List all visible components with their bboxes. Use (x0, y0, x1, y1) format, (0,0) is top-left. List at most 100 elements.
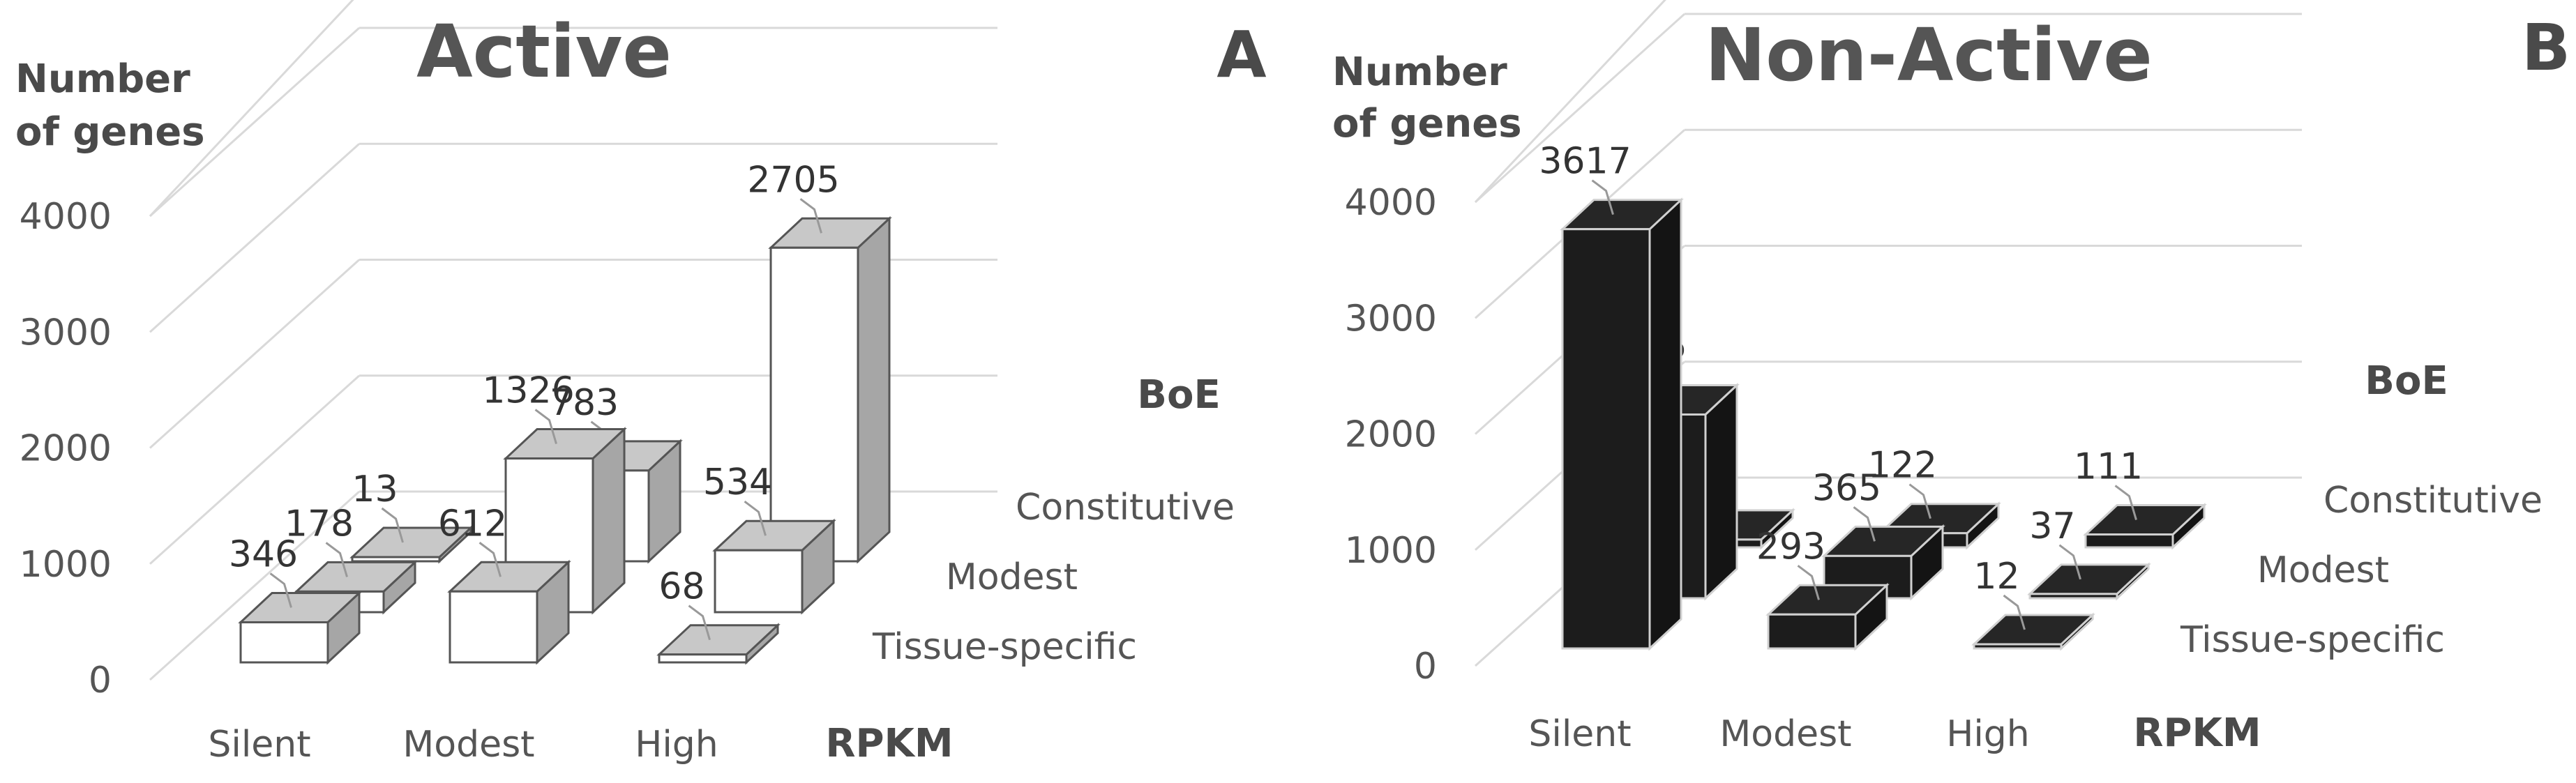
bar-data-label: 12 (1973, 556, 2019, 598)
bar-top (1971, 614, 2095, 646)
bar: 2705 (747, 159, 892, 564)
bar-top (2027, 563, 2151, 595)
y-tick-label: 3000 (1345, 298, 1437, 340)
bar: 111 (2074, 446, 2207, 550)
panel-letter: A (1217, 17, 1266, 92)
chart-title: Active (416, 9, 672, 94)
bar-side (1648, 197, 1682, 651)
y-tick-label: 0 (89, 660, 112, 701)
gridlines (149, 0, 997, 681)
depth-row-label: Constitutive (1016, 487, 1235, 529)
bar-front (1561, 228, 1651, 650)
y-axis-title-line1: Number (1332, 50, 1507, 95)
bar-data-label: 122 (1868, 445, 1937, 487)
grid-diagonal (149, 374, 361, 565)
data-label-leader (2114, 485, 2137, 520)
bar: 346 (229, 533, 362, 665)
bar-front (2028, 593, 2118, 600)
bar-data-label: 293 (1756, 526, 1825, 568)
bar-front (2084, 533, 2174, 549)
bar-data-label: 534 (703, 462, 772, 503)
panel-active: 0 1000 2000 3000 4000 Active A Number of genesRP… (15, 0, 1267, 766)
data-label-leader (1591, 179, 1614, 215)
data-label-leader (479, 542, 502, 577)
x-category-label: Modest (1719, 713, 1851, 755)
y-tick-label: 4000 (20, 196, 112, 238)
data-label-leader (325, 542, 348, 577)
grid-diagonal (149, 143, 361, 333)
bar-front (449, 590, 538, 664)
bar: 293 (1756, 526, 1890, 651)
bar-front (351, 556, 441, 563)
grid-diagonal (149, 0, 354, 218)
y-tick-label: 2000 (20, 428, 112, 470)
bar-data-label: 365 (1812, 467, 1881, 509)
data-label-leader (744, 501, 767, 536)
bar-data-label: 1326 (482, 370, 574, 412)
data-label-leader (1908, 483, 1931, 519)
data-label-leader (688, 605, 711, 641)
y-axis-title-line1: Number (15, 56, 190, 102)
bar-data-label: 3617 (1539, 141, 1631, 183)
data-label-leader (1853, 506, 1876, 542)
depth-axis-title: BoE (2365, 358, 2448, 404)
bar: 12 (1971, 556, 2095, 651)
grid-diagonal (1474, 0, 1666, 204)
bars: 67122111158536537361729312 (1539, 141, 2207, 651)
data-label-leader (1797, 565, 1820, 600)
grid-diagonal (149, 490, 361, 681)
bar-front (1973, 643, 2063, 650)
depth-axis-title: BoE (1137, 372, 1220, 418)
depth-row-label: Tissue-specific (2180, 619, 2445, 661)
y-tick-label: 3000 (20, 312, 112, 354)
bar-data-label: 13 (352, 469, 398, 510)
bar-side (1704, 383, 1738, 601)
grid-diagonal (149, 259, 361, 449)
bar-data-label: 612 (438, 503, 507, 545)
x-category-label: High (1946, 713, 2030, 755)
bar-data-label: 2705 (747, 159, 839, 201)
depth-row-label: Constitutive (2323, 480, 2543, 522)
y-axis-ticks: 0 1000 2000 3000 4000 (20, 196, 112, 701)
data-label-leader (799, 198, 822, 234)
depth-row-label: Modest (2257, 549, 2389, 591)
bar-front (714, 549, 804, 614)
y-axis-title-line2: of genes (1332, 101, 1522, 146)
x-category-label: Modest (402, 724, 534, 766)
data-label-leader (2058, 544, 2081, 580)
bar: 13 (349, 469, 474, 564)
data-label-leader (2003, 594, 2026, 630)
x-category-label: High (635, 724, 718, 766)
chart-title: Non-Active (1705, 13, 2153, 98)
grid-diagonal (1474, 13, 1686, 204)
panel-letter: B (2522, 10, 2570, 85)
y-tick-label: 0 (1414, 646, 1437, 687)
bar-front (239, 621, 329, 664)
y-tick-label: 2000 (1345, 414, 1437, 456)
bar-data-label: 178 (285, 503, 354, 545)
grid-diagonal (149, 26, 361, 218)
data-label-leader (381, 507, 404, 543)
x-axis-title: RPKM (825, 721, 953, 766)
y-tick-label: 4000 (1345, 182, 1437, 224)
bar-front (769, 246, 859, 563)
y-axis-ticks: 0 1000 2000 3000 4000 (1345, 182, 1437, 687)
depth-row-label: Modest (946, 556, 1078, 598)
panel-non-active: 0 1000 2000 3000 4000 Non-Active B Number of gen… (1332, 0, 2570, 756)
x-axis-title: RPKM (2133, 710, 2261, 756)
bar-data-label: 111 (2074, 446, 2143, 488)
data-label-leader (534, 409, 557, 444)
y-axis-title-line2: of genes (15, 109, 205, 155)
bar-data-label: 37 (2029, 505, 2075, 547)
y-tick-label: 1000 (1345, 530, 1437, 572)
bar: 3617 (1539, 141, 1684, 651)
x-category-label: Silent (208, 724, 310, 766)
bar-data-label: 346 (229, 533, 298, 575)
depth-row-label: Tissue-specific (872, 626, 1137, 668)
bar: 534 (703, 462, 836, 615)
bar: 365 (1812, 467, 1945, 601)
bar: 178 (285, 503, 418, 615)
y-tick-label: 1000 (20, 544, 112, 586)
bar-front (658, 653, 748, 664)
